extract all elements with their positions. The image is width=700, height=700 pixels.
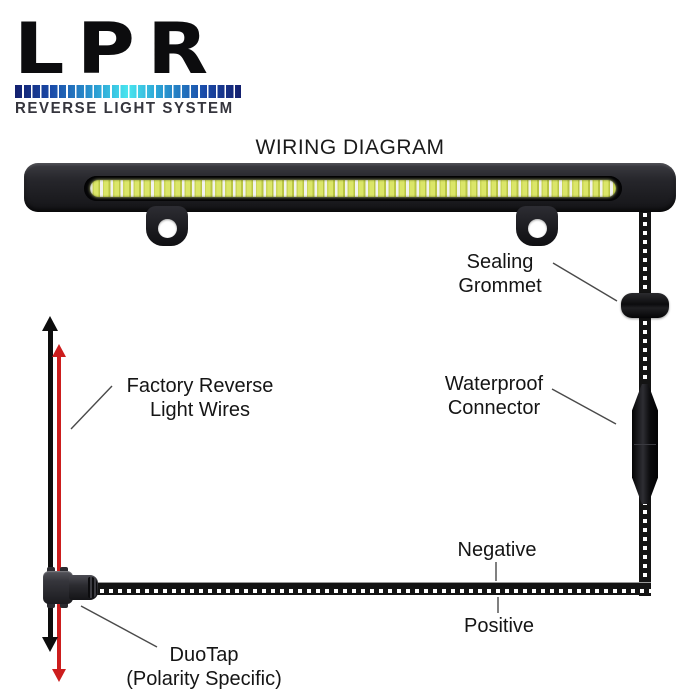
duotap-connector (41, 565, 101, 609)
duotap-bump (60, 567, 68, 573)
lpr-logo: LPR REVERSE LIGHT SYSTEM (14, 14, 244, 117)
wire-edge (95, 593, 651, 595)
red-wire-down-arrow-icon (52, 669, 66, 682)
lightbar-power-wire-horizontal (95, 582, 651, 595)
mounting-hole (527, 219, 547, 238)
waterproof-connector (632, 384, 658, 504)
negative-wire (95, 583, 651, 589)
page-title: WIRING DIAGRAM (255, 136, 445, 159)
duotap-bump (60, 602, 68, 608)
factory-reverse-light-wires-label: Factory Reverse Light Wires (126, 375, 274, 421)
mounting-hole (157, 219, 177, 238)
duotap-label: DuoTap (Polarity Specific) (104, 643, 304, 691)
duotap-ribs (88, 577, 97, 598)
positive-wire (95, 589, 651, 593)
sealing-grommet-label: Sealing Grommet (458, 251, 542, 297)
mounting-tab-right (516, 206, 558, 246)
wire-edge (95, 582, 651, 583)
duotap-label-note: (Polarity Specific) (126, 668, 282, 690)
duotap-clamp (43, 571, 73, 604)
connector-seam (634, 444, 656, 445)
duotap-bump (47, 602, 55, 608)
factory-wires-leader-line (70, 385, 113, 430)
black-wire-down-arrow-icon (42, 637, 58, 652)
factory-wire-black (48, 330, 53, 638)
logo-tagline: REVERSE LIGHT SYSTEM (15, 99, 234, 118)
duotap-label-name: DuoTap (169, 644, 239, 666)
logo-pixel-bar-icon (15, 85, 241, 98)
negative-label: Negative (457, 539, 537, 561)
factory-wire-red (57, 357, 61, 670)
sealing-grommet (621, 293, 669, 318)
brand-wordmark: LPR (14, 8, 221, 90)
led-channel (84, 176, 622, 201)
duotap-leader-line (80, 605, 158, 648)
led-strip (90, 180, 616, 197)
duotap-barrel (69, 575, 98, 600)
duotap-bump (47, 567, 55, 573)
mounting-tab-left (146, 206, 188, 246)
led-light-bar (24, 163, 676, 212)
positive-label: Positive (463, 615, 535, 637)
red-wire-up-arrow-icon (52, 344, 66, 357)
black-wire-up-arrow-icon (42, 316, 58, 331)
waterproof-connector-label: Waterproof Connector (444, 373, 544, 419)
